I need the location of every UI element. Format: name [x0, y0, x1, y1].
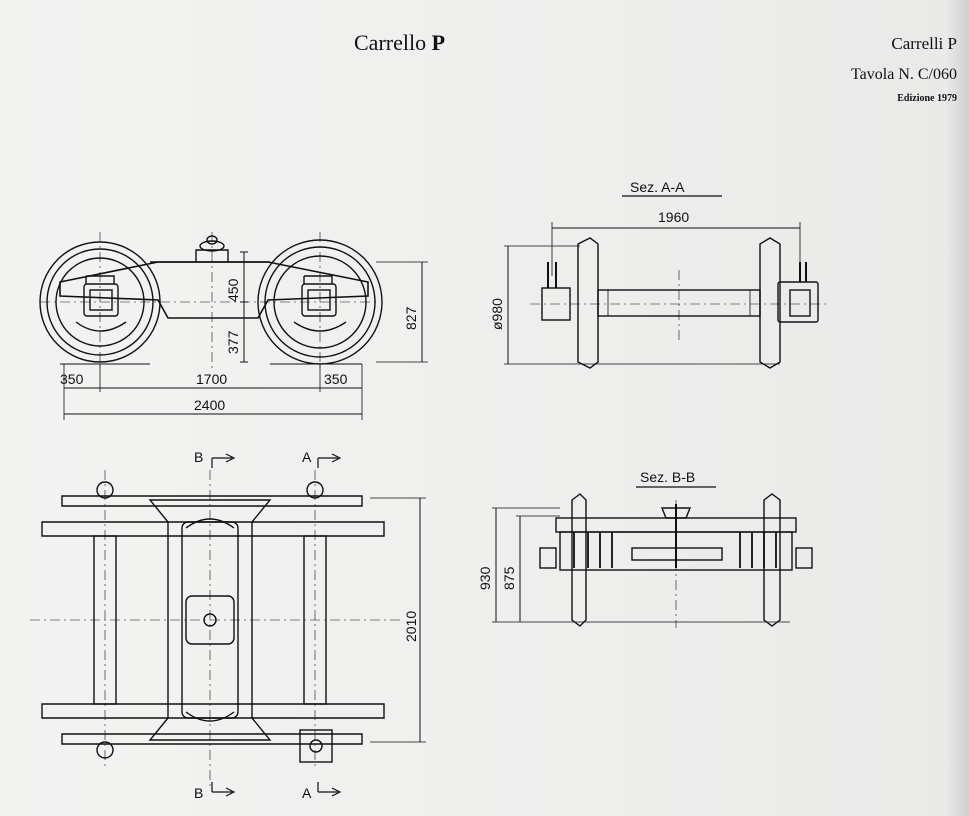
plan-view: [30, 453, 426, 797]
cut-b-top: B: [194, 449, 203, 465]
plate-number: Tavola N. C/060: [851, 66, 957, 83]
dim-1960: 1960: [658, 209, 689, 225]
title-letter: P: [431, 30, 446, 55]
cut-a-top: A: [302, 449, 312, 465]
dim-2010: 2010: [403, 611, 419, 642]
dim-827: 827: [403, 306, 419, 330]
cut-b-bottom: B: [194, 785, 203, 801]
dim-930: 930: [477, 566, 493, 590]
title-prefix: Carrello: [354, 30, 427, 55]
section-bb-label: Sez. B-B: [640, 469, 695, 485]
section-bb-view: [492, 486, 813, 628]
series-label: Carrelli P: [891, 34, 957, 53]
dim-377: 377: [225, 330, 241, 354]
edition-label: Edizione 1979: [897, 93, 957, 104]
page-edge-shadow: [947, 0, 969, 816]
dim-2400: 2400: [194, 397, 225, 413]
page-title: Carrello P: [354, 30, 445, 56]
dim-350-left: 350: [60, 371, 84, 387]
dim-980: ø980: [489, 298, 505, 330]
cut-a-bottom: A: [302, 785, 312, 801]
dim-450: 450: [225, 278, 241, 302]
dim-1700: 1700: [196, 371, 227, 387]
dim-350-right: 350: [324, 371, 348, 387]
section-aa-view: [504, 195, 830, 369]
side-view: [39, 232, 428, 420]
dim-875: 875: [501, 566, 517, 590]
section-aa-label: Sez. A-A: [630, 179, 685, 195]
